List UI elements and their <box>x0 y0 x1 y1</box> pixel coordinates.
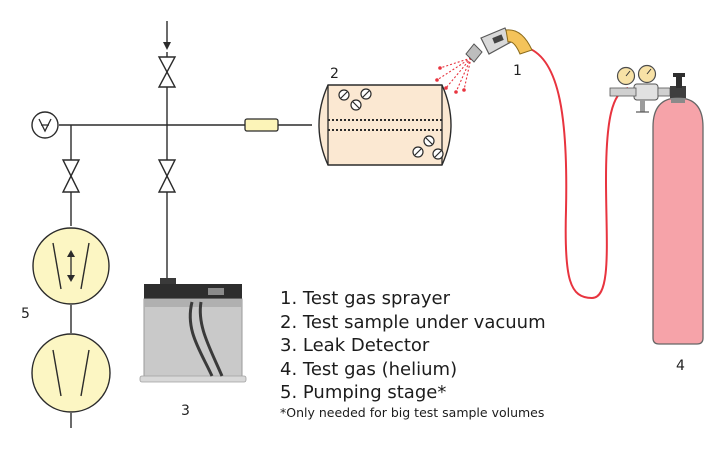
label-test-gas: 4 <box>676 358 685 374</box>
helium-hose <box>527 47 629 300</box>
valve-pump-icon <box>61 159 81 193</box>
legend-item-sprayer: 1. Test gas sprayer <box>280 288 450 309</box>
label-test-gas-sprayer: 1 <box>513 63 522 79</box>
test-sample-parts-icon <box>338 88 444 160</box>
label-pumping-stage: 5 <box>21 306 30 322</box>
helium-cylinder <box>652 97 704 345</box>
pressure-regulator-icon <box>609 64 686 113</box>
leak-detector-device <box>139 278 247 383</box>
legend-item-pumping: 5. Pumping stage* <box>280 382 447 403</box>
pump-upper-icon <box>32 227 110 305</box>
legend-item-gas: 4. Test gas (helium) <box>280 358 458 380</box>
legend-footnote: *Only needed for big test sample volumes <box>280 404 545 420</box>
helium-spray-jet <box>436 57 472 93</box>
vacuum-piping <box>59 21 312 428</box>
spray-gun-icon <box>465 27 533 63</box>
vent-inlet-arrow-icon <box>163 42 171 50</box>
label-leak-detector: 3 <box>181 403 190 419</box>
vacuum-gauge-icon <box>31 111 59 139</box>
line-connector <box>244 118 279 132</box>
spray-particles <box>435 66 466 94</box>
legend-item-detector: 3. Leak Detector <box>280 335 430 356</box>
label-test-sample: 2 <box>330 66 339 82</box>
valve-detector-icon <box>157 159 177 193</box>
valve-vent-icon <box>157 56 177 88</box>
legend-item-sample: 2. Test sample under vacuum <box>280 311 546 333</box>
legend: 1. Test gas sprayer 2. Test sample under… <box>280 287 546 420</box>
pump-lower-icon <box>31 333 111 413</box>
